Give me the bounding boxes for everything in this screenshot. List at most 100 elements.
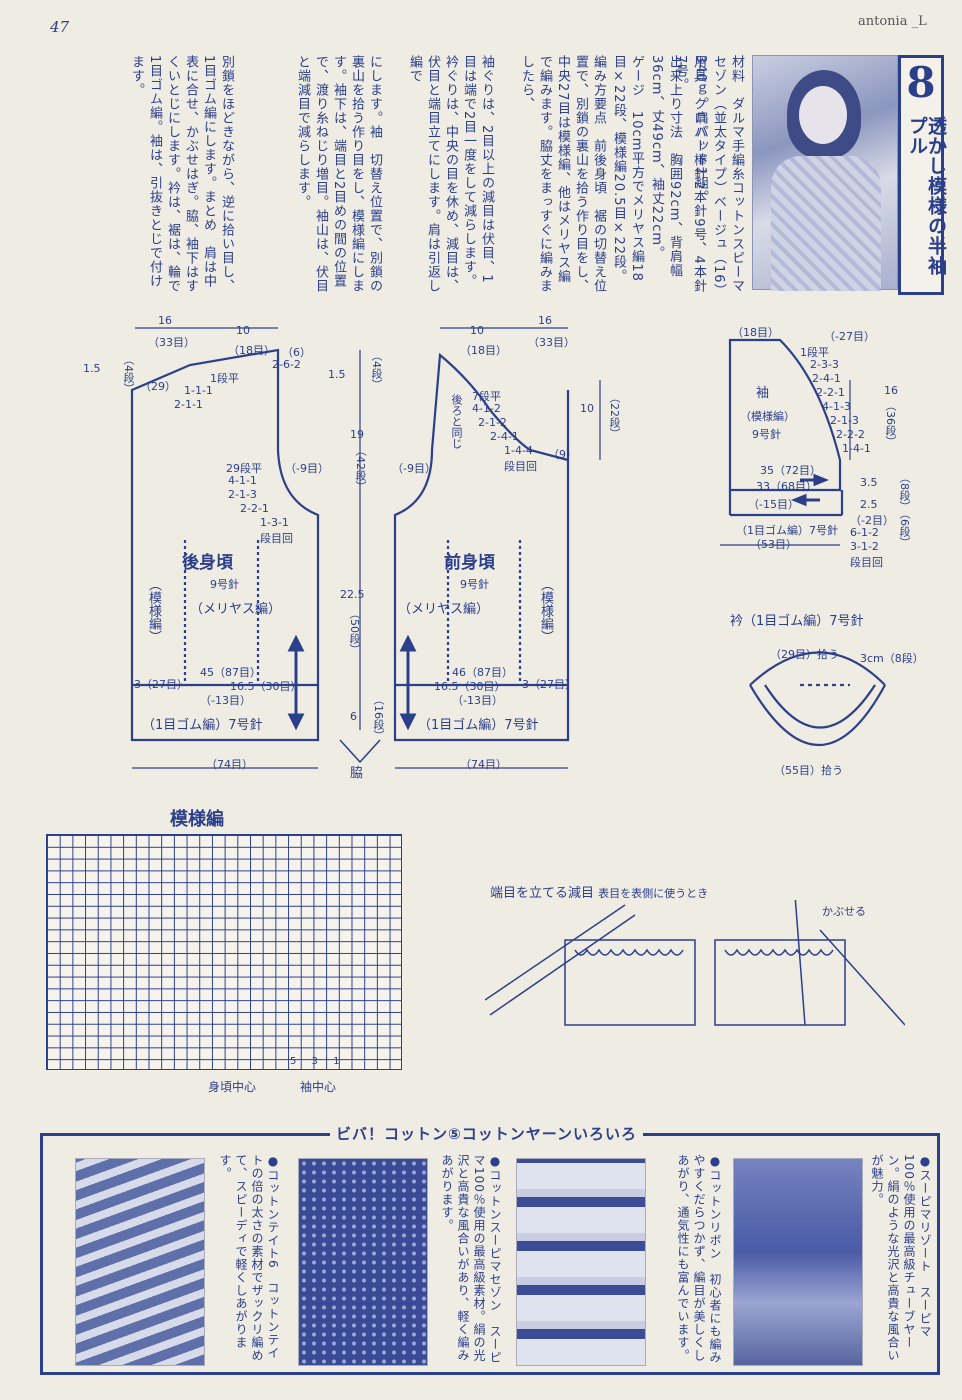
dim-label: （4段） <box>122 354 135 394</box>
dim-label: （9） <box>548 448 577 461</box>
rib-label: （1目ゴム編）7号針 <box>736 524 838 537</box>
dim-label: 3（27目） <box>134 678 188 691</box>
neck-pickup-label: （29目）拾う <box>770 648 839 661</box>
dim-label: 19 <box>350 428 364 441</box>
decrease-title: 端目を立てる減目 表目を表側に使うとき <box>490 882 708 901</box>
dec-label: 29段平 <box>226 462 262 475</box>
dec-label: 2-1-3 <box>830 414 859 427</box>
dim-label: （18目） <box>460 344 507 357</box>
dec-label: 2-4-1 <box>490 430 519 443</box>
body-center-label: 身頃中心 <box>208 1080 257 1094</box>
dim-label: （6） <box>282 346 311 359</box>
stitch-label: （メリヤス編） <box>398 602 490 617</box>
dim-label: 6 <box>350 710 357 723</box>
dim-label: （-27目） <box>824 330 875 343</box>
dim-label: 16.5（30目） <box>230 680 302 693</box>
cover-label: かぶせる <box>822 905 866 918</box>
dim-label: （-9目） <box>285 462 329 475</box>
neck-height-label: 3cm（8段） <box>860 652 924 665</box>
dec-label: 1-1-1 <box>184 384 213 397</box>
dec-label: 1段平 <box>800 346 829 359</box>
dim-label: （8段） <box>898 472 911 512</box>
dim-label: 16 <box>538 314 552 327</box>
needle-label: 9号針 <box>460 578 489 591</box>
yarn-swatch-image <box>75 1158 205 1366</box>
dim-label: （-2目） <box>850 514 894 527</box>
instruction-column: 用具 クロバー棒針2本針9号、4本針7号。 <box>673 55 706 293</box>
dec-label: 2-2-1 <box>240 502 269 515</box>
dim-label: （74目） <box>206 758 253 771</box>
dec-label: 2-1-3 <box>228 488 257 501</box>
dim-label: 3.5 <box>860 476 878 489</box>
yarn-swatch-image <box>733 1158 863 1366</box>
dim-label: 10 <box>470 324 484 337</box>
yarn-description: ●コットンスーピマセゾン スーピマ100％使用の最高級素材。絹の光沢と高貴な風合… <box>440 1154 502 1364</box>
instruction-column: 編み方要点 前後身頃 裾の切替え位置で、別鎖の裏山を拾う作り目をし、中央27目は… <box>519 55 606 293</box>
instruction-column: 出来上り寸法 胸囲92cm、背肩幅36cm、丈49cm、袖丈22cm。 <box>649 55 682 278</box>
dec-label: 段目回 <box>504 460 537 473</box>
model-photo <box>752 55 898 291</box>
dim-label: 46（87目） <box>452 666 513 679</box>
front-note: 後ろと同じ <box>450 394 463 449</box>
dec-label: 2-2-2 <box>836 428 865 441</box>
yarn-description: ●コットンリボン 初心者にも編みやすくだらつかず、編目が美しくしあがり、通気性に… <box>676 1154 722 1364</box>
instruction-column: 袖ぐりは、2目以上の減目は伏目、1目は端で2目一度をして減らします。衿ぐりは、中… <box>407 55 494 293</box>
yarn-description: ●コットンテイト6 コットンテイトの倍の太さの素材でザックリ編めて、スピーディで… <box>218 1154 280 1362</box>
back-body-label: 後身頃 <box>182 553 233 573</box>
dec-label: 1段平 <box>210 372 239 385</box>
stitch-label: （模様編） <box>740 410 795 423</box>
watermark: antonia _L <box>858 14 927 29</box>
dec-label: 段目回 <box>850 556 883 569</box>
dim-label: （36段） <box>884 400 897 447</box>
sleeve-center-label: 袖中心 <box>300 1080 337 1094</box>
dim-label: （22段） <box>608 392 621 439</box>
dim-label: （53目） <box>750 538 797 551</box>
dim-label: 10 <box>236 324 250 337</box>
title-box: 8 透かし模様の半袖プル <box>898 55 947 295</box>
needle-label: 9号針 <box>210 578 239 591</box>
schematic-lines <box>130 327 886 769</box>
title-number: 8 <box>906 58 936 107</box>
dim-label: （18目） <box>732 326 779 339</box>
dim-label: （74目） <box>460 758 507 771</box>
decrease-illustration <box>485 900 905 1026</box>
dec-label: 2-3-3 <box>810 358 839 371</box>
side-pattern-label: （模様編） <box>538 578 553 643</box>
dec-label: 4-1-1 <box>228 474 257 487</box>
dim-label: 22.5 <box>340 588 365 601</box>
dim-label: 2.5 <box>860 498 878 511</box>
dec-label: 4-1-3 <box>822 400 851 413</box>
dec-label: 2-2-1 <box>816 386 845 399</box>
dec-label: 6-1-2 <box>850 526 879 539</box>
dim-label: 1.5 <box>328 368 346 381</box>
yarn-swatch-image <box>298 1158 428 1366</box>
dim-label: 35（72目） <box>760 464 821 477</box>
dim-label: （4段） <box>370 350 383 390</box>
dim-label: （-9目） <box>392 462 436 475</box>
instructions-text: 材料 ダルマ手編糸コットンスピーマセゾン（並太タイプ）ベージュ（16）340ｇ。… <box>40 55 745 295</box>
dim-label: 16.5（30目） <box>434 680 506 693</box>
decrease-subtitle: 表目を表側に使うとき <box>598 887 709 900</box>
dec-label: 1-4-4 <box>504 444 533 457</box>
yarn-swatch-image <box>516 1158 646 1366</box>
dim-label: 45（87目） <box>200 666 261 679</box>
dec-label: 2-1-1 <box>174 398 203 411</box>
dec-label: 3-1-2 <box>850 540 879 553</box>
dim-label: （-15目） <box>748 498 799 511</box>
dim-label: 33（68目） <box>756 480 817 493</box>
dim-label: 3（27目） <box>522 678 576 691</box>
needle-label: 9号針 <box>752 428 781 441</box>
dim-label: （29） <box>140 380 176 393</box>
dim-label: （-13目） <box>200 694 251 707</box>
side-seam-label: 脇 <box>350 766 364 781</box>
pattern-chart-title: 模様編 <box>170 809 224 830</box>
dim-label: 16 <box>884 384 898 397</box>
pattern-chart-numbers: 5 3 1 <box>290 1056 346 1067</box>
rib-label: （1目ゴム編）7号針 <box>142 718 263 733</box>
yarn-description: ●スーピマリゾート スーピマ100％使用の最高級チューブヤーン。絹のような光沢と… <box>870 1154 932 1362</box>
page-title: 透かし模様の半袖プル <box>906 116 947 276</box>
dim-label: （33目） <box>148 336 195 349</box>
neck-pickup-label: （55目）拾う <box>774 764 843 777</box>
dim-label: 2-6-2 <box>272 358 301 371</box>
stitch-label: （メリヤス編） <box>190 602 282 617</box>
